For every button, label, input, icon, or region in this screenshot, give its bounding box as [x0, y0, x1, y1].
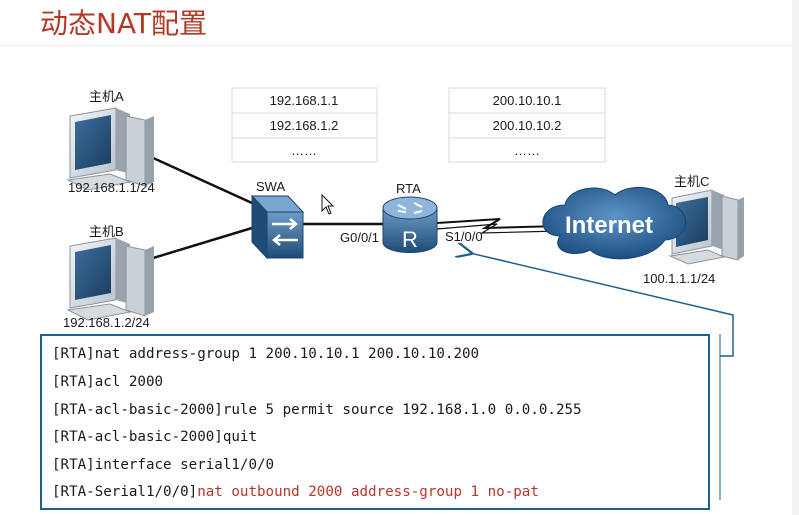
switch-name: SWA	[256, 179, 285, 194]
router-device	[382, 196, 438, 253]
inside-address-row: 192.168.1.2	[270, 118, 339, 133]
serial-link-zigzag-2	[436, 223, 561, 234]
router-name: RTA	[396, 181, 421, 196]
config-line: [RTA-acl-basic-2000]rule 5 permit source…	[52, 402, 582, 418]
host-b-computer	[66, 237, 154, 321]
host-c-computer	[668, 189, 744, 265]
inside-address-row: 192.168.1.1	[270, 93, 339, 108]
host-a-ip: 192.168.1.1/24	[68, 180, 155, 195]
host-a-name: 主机A	[89, 89, 124, 104]
config-line: [RTA-acl-basic-2000]quit	[52, 429, 257, 445]
host-b-ip: 192.168.1.2/24	[63, 315, 150, 330]
config-line: [RTA]interface serial1/0/0	[52, 457, 275, 473]
pool-address-row: 200.10.10.2	[493, 118, 562, 133]
mouse-cursor-icon	[321, 193, 335, 215]
host-a-computer	[66, 107, 154, 191]
inside-address-row: ……	[291, 143, 317, 158]
link-host-b-switch	[139, 226, 253, 264]
config-line: [RTA]acl 2000	[52, 374, 164, 390]
interface-s1-label: S1/0/0	[445, 229, 483, 244]
internet-cloud	[542, 187, 687, 260]
router-glyph: R	[402, 227, 418, 252]
config-commands-box: [RTA]nat address-group 1 200.10.10.1 200…	[40, 334, 710, 510]
config-line: [RTA]nat address-group 1 200.10.10.1 200…	[52, 346, 480, 362]
interface-g0-label: G0/0/1	[340, 230, 379, 245]
nat-outbound-command: nat outbound 2000 address-group 1 no-pat	[197, 484, 539, 500]
internet-label: Internet	[565, 212, 653, 239]
switch-device	[250, 194, 305, 260]
host-c-ip: 100.1.1.1/24	[643, 271, 715, 286]
pool-address-row: 200.10.10.1	[493, 93, 562, 108]
page-title: 动态NAT配置	[40, 7, 208, 40]
title-divider	[0, 45, 799, 46]
pool-address-table	[448, 87, 606, 163]
config-line-nat: [RTA-Serial1/0/0]nat outbound 2000 addre…	[52, 484, 539, 500]
right-edge-bar	[792, 0, 799, 515]
link-host-a-switch	[139, 150, 253, 205]
pool-address-row: ……	[514, 143, 540, 158]
host-b-name: 主机B	[89, 224, 124, 239]
host-c-name: 主机C	[674, 174, 709, 189]
config-line-prefix: [RTA-Serial1/0/0]	[52, 484, 198, 500]
inside-address-table	[231, 87, 378, 163]
callout-arrow	[470, 253, 734, 357]
serial-link-zigzag	[436, 218, 561, 230]
